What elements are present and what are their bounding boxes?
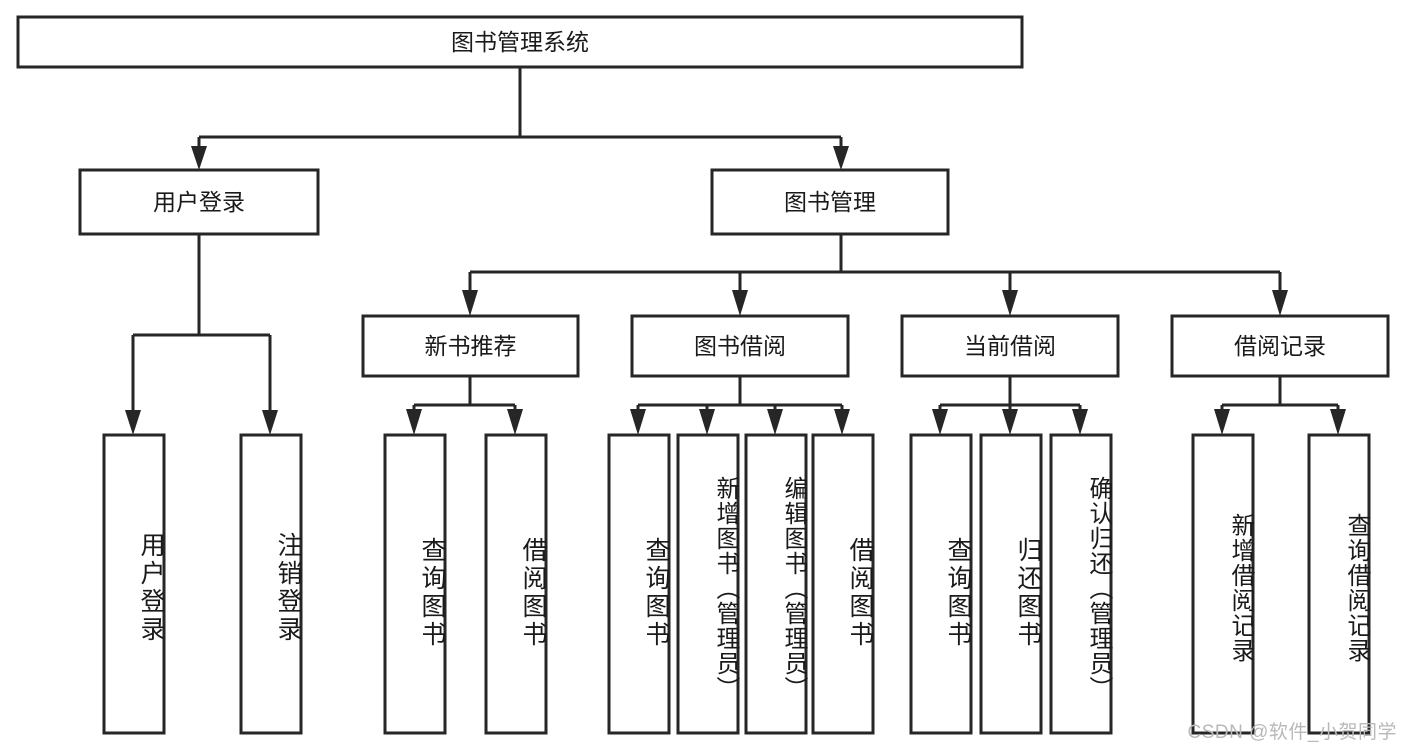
connector-bookmanage-to-level2 bbox=[462, 234, 1288, 316]
node-leaf-query-book-2-box[interactable] bbox=[607, 433, 671, 735]
node-leaf-query-book-3-box[interactable] bbox=[909, 433, 973, 735]
connector-bookborrow-to-leaves bbox=[630, 376, 850, 435]
node-leaf-borrow-book-1-box[interactable] bbox=[484, 433, 548, 735]
node-leaf-user-login-box[interactable] bbox=[102, 433, 166, 735]
node-book-manage-box[interactable] bbox=[710, 168, 950, 236]
node-leaf-confirm-return-admin-box[interactable] bbox=[1049, 433, 1113, 735]
node-leaf-add-borrow-record-box[interactable] bbox=[1191, 433, 1255, 735]
node-leaf-logout-login-box[interactable] bbox=[239, 433, 303, 735]
connector-borrowrecord-to-leaves bbox=[1214, 376, 1346, 435]
node-user-login-box[interactable] bbox=[78, 168, 320, 236]
connector-root-to-level1 bbox=[191, 67, 849, 170]
connector-currentborrow-to-leaves bbox=[932, 376, 1088, 435]
arrow-head-user-login bbox=[191, 146, 207, 170]
node-book-borrow-box[interactable] bbox=[630, 314, 850, 378]
watermark-text: CSDN @软件_小贺同学 bbox=[1187, 722, 1397, 743]
connector-newbook-to-leaves bbox=[406, 376, 523, 435]
node-leaf-query-borrow-record-box[interactable] bbox=[1307, 433, 1371, 735]
node-leaf-edit-book-admin-box[interactable] bbox=[744, 433, 808, 735]
node-root-box[interactable] bbox=[16, 15, 1024, 69]
arrow-head-book-manage bbox=[833, 146, 849, 170]
node-borrow-record-box[interactable] bbox=[1170, 314, 1390, 378]
node-leaf-borrow-book-2-box[interactable] bbox=[811, 433, 875, 735]
node-leaf-query-book-1-box[interactable] bbox=[383, 433, 447, 735]
node-leaf-add-book-admin-box[interactable] bbox=[676, 433, 740, 735]
node-new-book-recommend-box[interactable] bbox=[361, 314, 580, 378]
node-current-borrow-box[interactable] bbox=[900, 314, 1120, 378]
node-leaf-return-book-box[interactable] bbox=[979, 433, 1043, 735]
connector-userlogin-to-leaves bbox=[125, 234, 278, 435]
